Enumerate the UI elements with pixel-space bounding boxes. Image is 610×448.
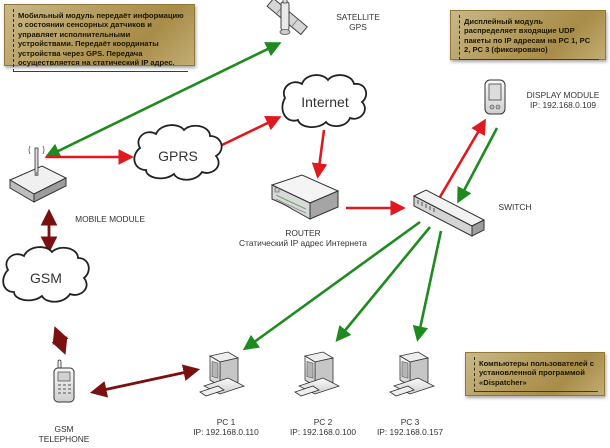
gsm-telephone-icon bbox=[53, 359, 75, 403]
satellite-icon bbox=[266, 0, 308, 36]
switch-label: SWITCH bbox=[490, 202, 540, 212]
cloud-internet: Internet bbox=[281, 74, 368, 128]
cloud-internet-label: Internet bbox=[301, 94, 349, 110]
mobile-module-icon bbox=[8, 145, 68, 203]
cloud-gsm-label: GSM bbox=[30, 270, 62, 286]
pc3-label-line1: PC 3 bbox=[400, 417, 420, 427]
satellite-label-line2: GPS bbox=[349, 22, 367, 32]
pc2-icon bbox=[294, 351, 341, 397]
pc1-label-line2: IP: 192.168.0.110 bbox=[193, 427, 259, 437]
pc2-label-line1: PC 2 bbox=[313, 417, 333, 427]
arrow-gprs-internet bbox=[221, 116, 282, 147]
display-module-icon bbox=[484, 79, 506, 115]
pc1-label-line1: PC 1 bbox=[216, 417, 236, 427]
gsm-telephone-label-line1: GSM bbox=[54, 424, 74, 434]
pc2-label: PC 2 IP: 192.168.0.100 bbox=[283, 417, 363, 437]
satellite-label: SATELLITE GPS bbox=[328, 12, 388, 32]
arrow-display-switch bbox=[457, 127, 499, 204]
arrow-switch-pc1 bbox=[242, 220, 421, 351]
note-mobile-module-text: Мобильный модуль передаёт информацию о с… bbox=[13, 9, 188, 73]
arrow-switch-pc2 bbox=[335, 226, 432, 343]
pc1-label: PC 1 IP: 192.168.0.110 bbox=[186, 417, 266, 437]
note-mobile-module: Мобильный модуль передаёт информацию о с… bbox=[4, 4, 195, 73]
gsm-telephone-label: GSM TELEPHONE bbox=[34, 424, 94, 444]
note-computers-text: Компьютеры пользователей с установленной… bbox=[474, 357, 598, 393]
note-display-module: Дисплейный модуль распределяет входящие … bbox=[450, 10, 606, 60]
arrow-switch-pc3 bbox=[412, 230, 443, 342]
note-computers: Компьютеры пользователей с установленной… bbox=[465, 352, 605, 396]
router-label-line2: Статический IP адрес Интернета bbox=[239, 238, 367, 248]
pc3-label-line2: IP: 192.168.0.157 bbox=[376, 427, 444, 437]
pc3-label: PC 3 IP: 192.168.0.157 bbox=[370, 417, 450, 437]
cloud-gprs: GPRS bbox=[133, 124, 223, 181]
switch-label-line1: SWITCH bbox=[498, 202, 532, 212]
router-label-line1: ROUTER bbox=[285, 228, 321, 238]
display-module-label-line1: DISPLAY MODULE bbox=[526, 90, 600, 100]
arrow-switch-display bbox=[438, 118, 486, 198]
arrow-satellite-mobile bbox=[44, 42, 282, 158]
arrow-telephone-pc1 bbox=[89, 364, 201, 398]
pc3-icon bbox=[389, 351, 436, 397]
router-icon bbox=[270, 174, 340, 220]
note-display-module-text: Дисплейный модуль распределяет входящие … bbox=[459, 15, 599, 60]
arrow-internet-router bbox=[311, 129, 328, 179]
arrows bbox=[40, 42, 499, 398]
pc1-icon bbox=[199, 351, 246, 397]
mobile-module-label-line1: MOBILE MODULE bbox=[75, 214, 145, 224]
cloud-gsm: GSM bbox=[2, 246, 90, 303]
arrow-gsm-telephone bbox=[51, 326, 69, 355]
switch-icon bbox=[412, 189, 486, 237]
pc2-label-line2: IP: 192.168.0.100 bbox=[289, 427, 357, 437]
router-label: ROUTER Статический IP адрес Интернета bbox=[228, 228, 378, 248]
cloud-gprs-label: GPRS bbox=[158, 148, 198, 164]
display-module-label: DISPLAY MODULE IP: 192.168.0.109 bbox=[518, 90, 608, 110]
gsm-telephone-label-line2: TELEPHONE bbox=[38, 434, 90, 444]
satellite-label-line1: SATELLITE bbox=[336, 12, 380, 22]
mobile-module-label: MOBILE MODULE bbox=[68, 214, 152, 224]
display-module-label-line2: IP: 192.168.0.109 bbox=[529, 100, 597, 110]
